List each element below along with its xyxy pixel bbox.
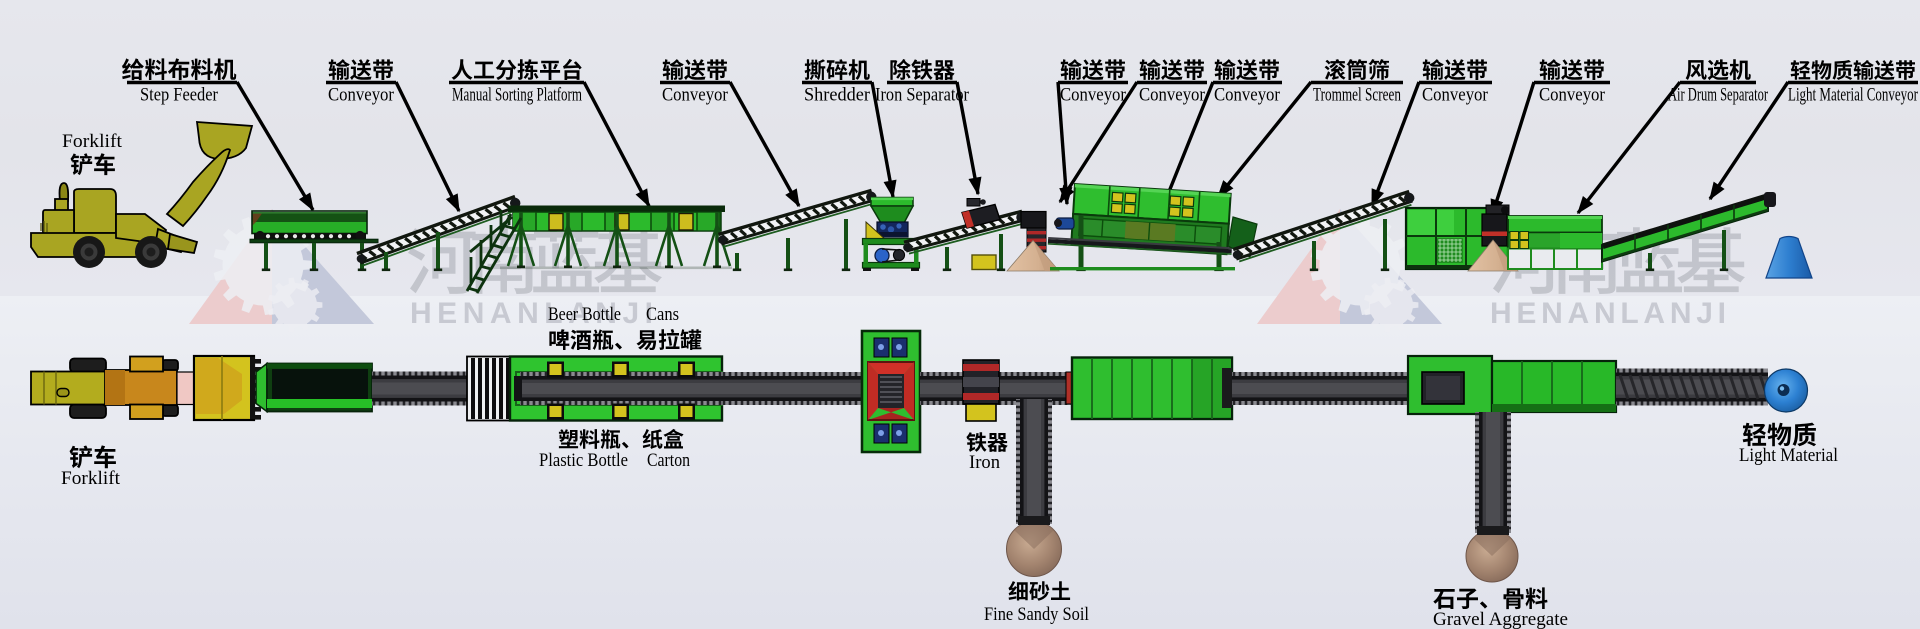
svg-text:Conveyor: Conveyor [1060, 85, 1127, 106]
svg-text:HENANLANJI: HENANLANJI [410, 297, 660, 330]
svg-text:Fine Sandy Soil: Fine Sandy Soil [984, 604, 1089, 625]
svg-text:Carton: Carton [647, 450, 690, 471]
svg-text:Gravel Aggregate: Gravel Aggregate [1433, 609, 1568, 629]
svg-text:Cans: Cans [646, 304, 679, 325]
svg-text:Iron: Iron [969, 452, 1000, 473]
svg-text:Conveyor: Conveyor [1139, 85, 1206, 106]
svg-text:Plastic Bottle: Plastic Bottle [539, 450, 628, 471]
svg-text:Conveyor: Conveyor [1422, 85, 1489, 106]
svg-text:Conveyor: Conveyor [1214, 85, 1281, 106]
svg-text:Conveyor: Conveyor [328, 85, 395, 106]
svg-text:Forklift: Forklift [62, 131, 123, 152]
svg-text:Step Feeder: Step Feeder [140, 85, 219, 106]
svg-text:Forklift: Forklift [61, 468, 121, 489]
svg-text:Shredder: Shredder [804, 85, 871, 106]
svg-text:Conveyor: Conveyor [662, 85, 729, 106]
svg-text:Light Material Conveyor: Light Material Conveyor [1788, 85, 1918, 106]
svg-text:Beer Bottle: Beer Bottle [548, 304, 621, 325]
svg-text:HENANLANJI: HENANLANJI [1490, 297, 1733, 330]
svg-text:Light Material: Light Material [1739, 445, 1838, 466]
svg-text:Conveyor: Conveyor [1539, 85, 1606, 106]
svg-text:Manual Sorting Platform: Manual Sorting Platform [452, 85, 582, 106]
svg-text:Iron Separator: Iron Separator [875, 85, 970, 106]
svg-text:Trommel Screen: Trommel Screen [1313, 85, 1401, 106]
svg-text:Air Drum Separator: Air Drum Separator [1668, 85, 1768, 106]
